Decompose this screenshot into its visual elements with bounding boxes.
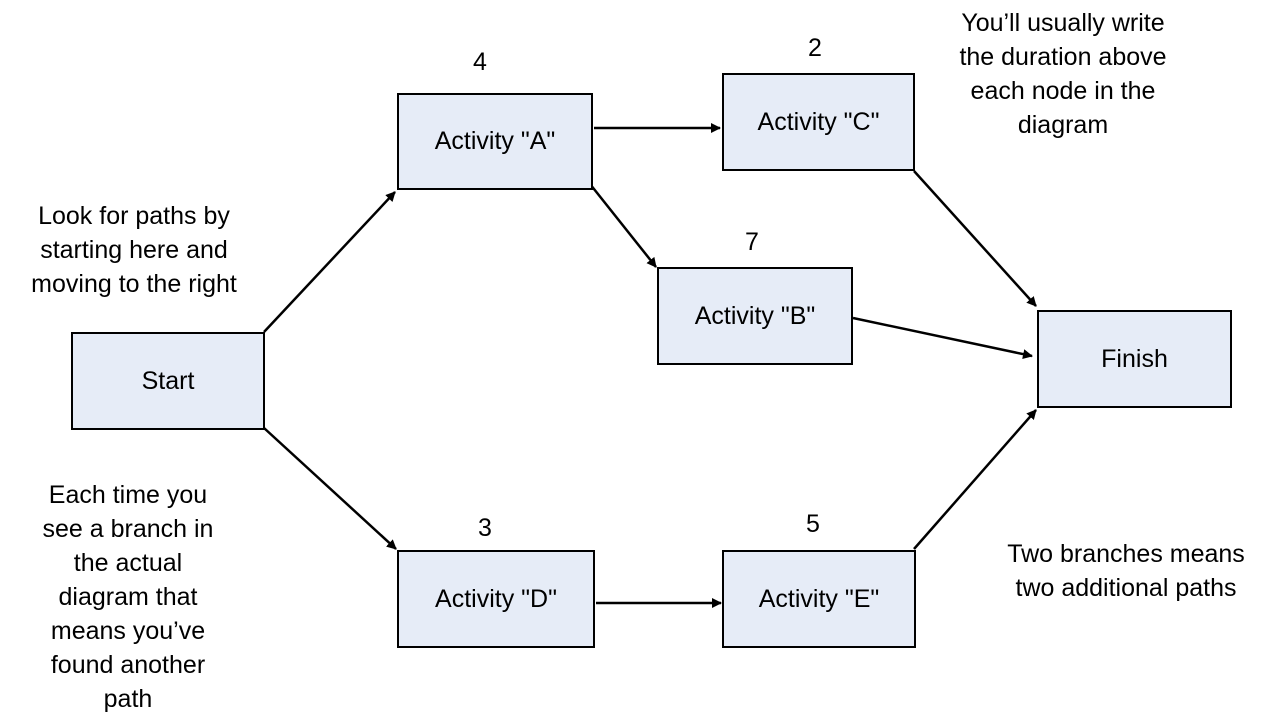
- node-activity-a: Activity "A": [397, 93, 593, 190]
- node-activity-d-label: Activity "D": [435, 584, 557, 613]
- node-activity-e: Activity "E": [722, 550, 916, 648]
- node-start: Start: [71, 332, 265, 430]
- duration-d: 3: [478, 514, 492, 542]
- arrow-a-to-b: [589, 183, 657, 268]
- duration-c: 2: [808, 34, 822, 62]
- arrow-c-to-finish: [913, 170, 1037, 307]
- note-two-branches: Two branches means two additional paths: [1007, 540, 1245, 602]
- duration-b: 7: [745, 228, 759, 256]
- node-start-label: Start: [141, 366, 195, 395]
- duration-a: 4: [473, 48, 487, 76]
- arrow-e-to-finish: [913, 409, 1037, 550]
- arrow-start-to-a: [263, 191, 396, 333]
- node-activity-b-label: Activity "B": [694, 301, 816, 330]
- node-finish: Finish: [1037, 310, 1232, 408]
- node-activity-a-label: Activity "A": [434, 127, 556, 155]
- node-activity-e-label: Activity "E": [758, 584, 880, 613]
- note-duration: You’ll usually write the duration above …: [959, 9, 1167, 139]
- node-activity-d: Activity "D": [397, 550, 595, 648]
- note-look-for-paths: Look for paths by starting here and movi…: [31, 202, 237, 298]
- arrow-start-to-d: [263, 427, 397, 550]
- node-finish-label: Finish: [1101, 344, 1168, 373]
- note-branch: Each time you see a branch in the actual…: [42, 481, 214, 713]
- node-activity-b: Activity "B": [657, 267, 853, 365]
- node-activity-c: Activity "C": [722, 73, 915, 171]
- node-activity-c-label: Activity "C": [757, 107, 880, 136]
- duration-e: 5: [806, 510, 820, 538]
- arrow-b-to-finish: [852, 316, 1033, 360]
